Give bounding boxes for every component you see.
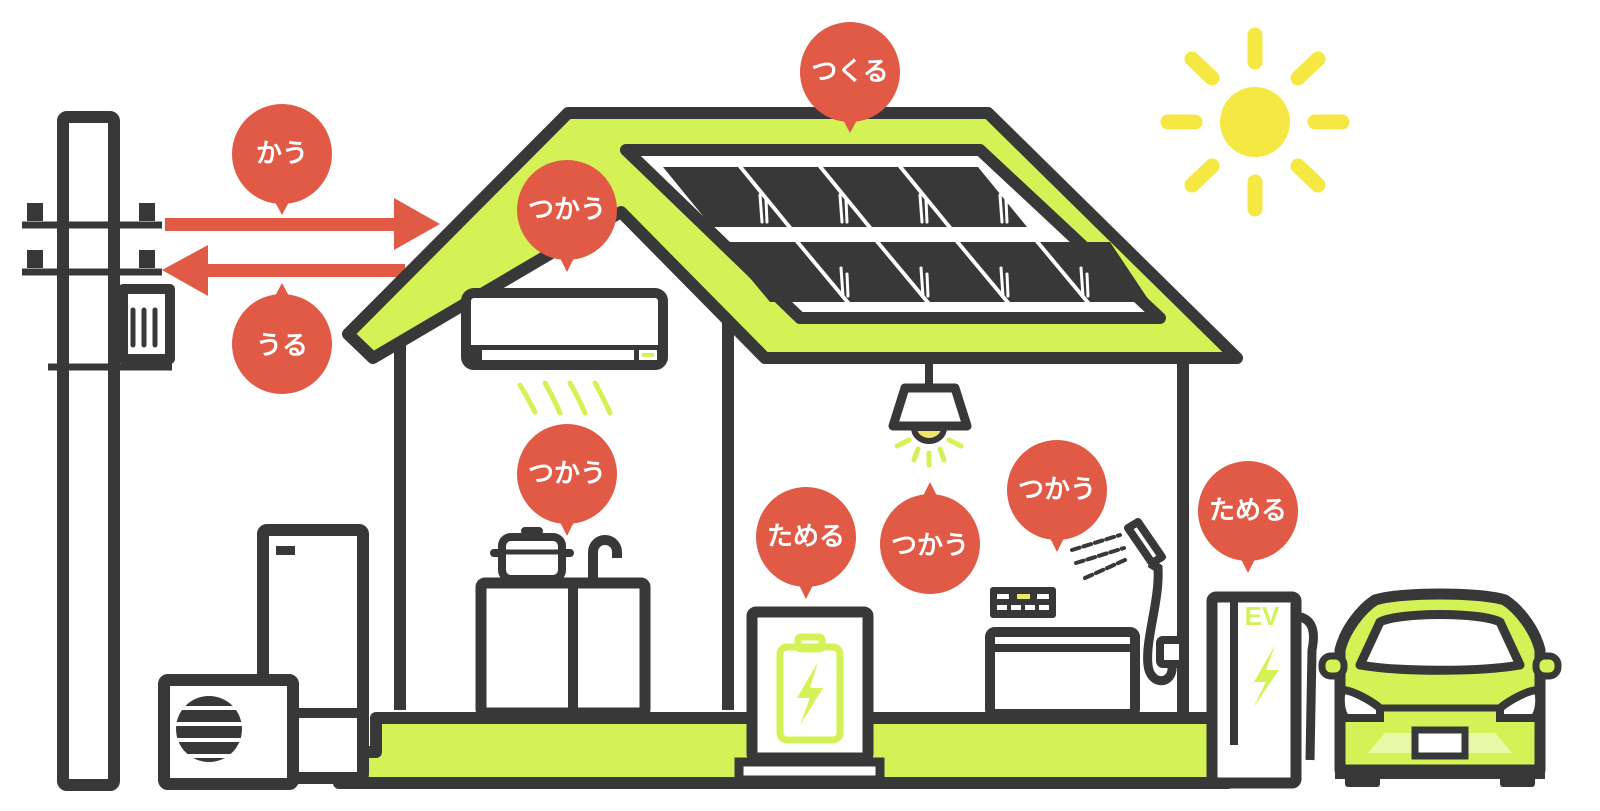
faucet-icon bbox=[588, 535, 622, 578]
bubble-use-kitchen: つかう bbox=[517, 424, 617, 536]
svg-text:つかう: つかう bbox=[891, 531, 969, 561]
svg-text:かう: かう bbox=[256, 139, 308, 169]
kitchen bbox=[475, 527, 651, 719]
svg-text:ためる: ためる bbox=[767, 522, 845, 552]
solar-panel-icon bbox=[620, 144, 1166, 324]
bubble-use-light: つかう bbox=[880, 482, 980, 594]
bubble-store-battery: ためる bbox=[756, 487, 856, 599]
car-icon bbox=[1318, 588, 1562, 787]
air-conditioner-icon bbox=[461, 288, 668, 416]
bolt-icon bbox=[797, 662, 823, 725]
ceiling-light-icon bbox=[888, 362, 972, 468]
svg-text:つかう: つかう bbox=[1018, 475, 1096, 505]
battery-icon bbox=[734, 606, 885, 785]
arrow-left-icon bbox=[162, 245, 405, 296]
shower-icon bbox=[1070, 518, 1187, 686]
bubble-store-ev: ためる bbox=[1198, 461, 1298, 573]
bolt-icon bbox=[1253, 645, 1279, 708]
utility-pole-icon bbox=[22, 111, 175, 791]
control-panel-icon bbox=[990, 587, 1056, 618]
bubble-generate: つくる bbox=[800, 22, 900, 133]
bubble-use-bath: つかう bbox=[1007, 440, 1107, 552]
svg-text:つかう: つかう bbox=[528, 459, 606, 489]
bubble-sell: うる bbox=[232, 283, 332, 394]
arrow-right-icon bbox=[165, 198, 440, 250]
bubble-use-roof: つかう bbox=[517, 160, 617, 272]
bubble-buy: かう bbox=[232, 104, 332, 215]
svg-text:つかう: つかう bbox=[528, 195, 606, 225]
ev-charger-icon: EV bbox=[1206, 591, 1318, 789]
heat-pump-icon bbox=[158, 674, 299, 790]
svg-text:うる: うる bbox=[256, 331, 308, 361]
ev-label: EV bbox=[1245, 601, 1280, 631]
svg-text:つくる: つくる bbox=[811, 57, 888, 87]
svg-text:ためる: ためる bbox=[1209, 496, 1287, 526]
bathtub-icon bbox=[985, 627, 1140, 719]
sun-icon bbox=[1160, 27, 1350, 217]
cooking-pot-icon bbox=[490, 527, 574, 583]
